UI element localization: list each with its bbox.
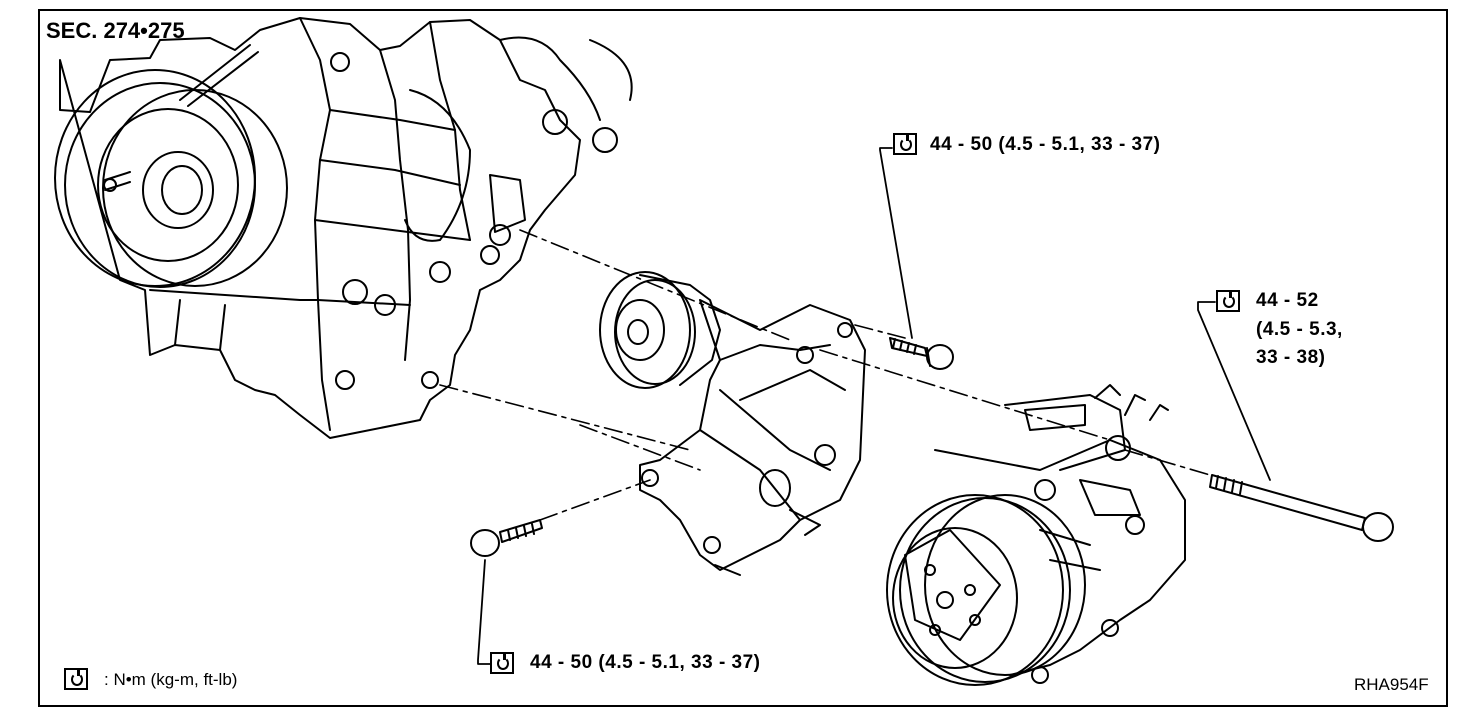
compressor-through-bolt bbox=[1209, 474, 1394, 542]
legend-units: : N•m (kg-m, ft-lb) bbox=[104, 670, 238, 689]
torque-wrench-icon bbox=[1216, 290, 1240, 312]
through-bolt-torque-spec-line2: (4.5 - 5.3, bbox=[1256, 319, 1343, 340]
diagram-frame bbox=[38, 9, 1448, 707]
torque-wrench-icon bbox=[893, 133, 917, 155]
engine-block bbox=[59, 17, 633, 439]
lower-bolt-torque-spec: 44 - 50 (4.5 - 5.1, 33 - 37) bbox=[530, 652, 761, 673]
torque-wrench-icon bbox=[64, 668, 88, 690]
alignment-lines bbox=[439, 229, 1211, 521]
crankshaft-pulley bbox=[54, 69, 288, 288]
through-bolt-torque-spec-line1: 44 - 52 bbox=[1256, 290, 1319, 311]
compressor-bracket bbox=[639, 299, 866, 576]
torque-wrench-icon bbox=[490, 652, 514, 674]
ac-compressor bbox=[886, 384, 1186, 686]
upper-bolt-torque-spec: 44 - 50 (4.5 - 5.1, 33 - 37) bbox=[930, 134, 1161, 155]
torque-leaders bbox=[477, 147, 1271, 665]
figure-id: RHA954F bbox=[1354, 675, 1429, 694]
lower-bracket-bolt bbox=[470, 519, 543, 557]
idler-pulley bbox=[599, 271, 721, 389]
section-reference: SEC. 274•275 bbox=[46, 18, 185, 43]
upper-bracket-bolt bbox=[889, 337, 954, 370]
through-bolt-torque-spec-line3: 33 - 38) bbox=[1256, 347, 1326, 368]
